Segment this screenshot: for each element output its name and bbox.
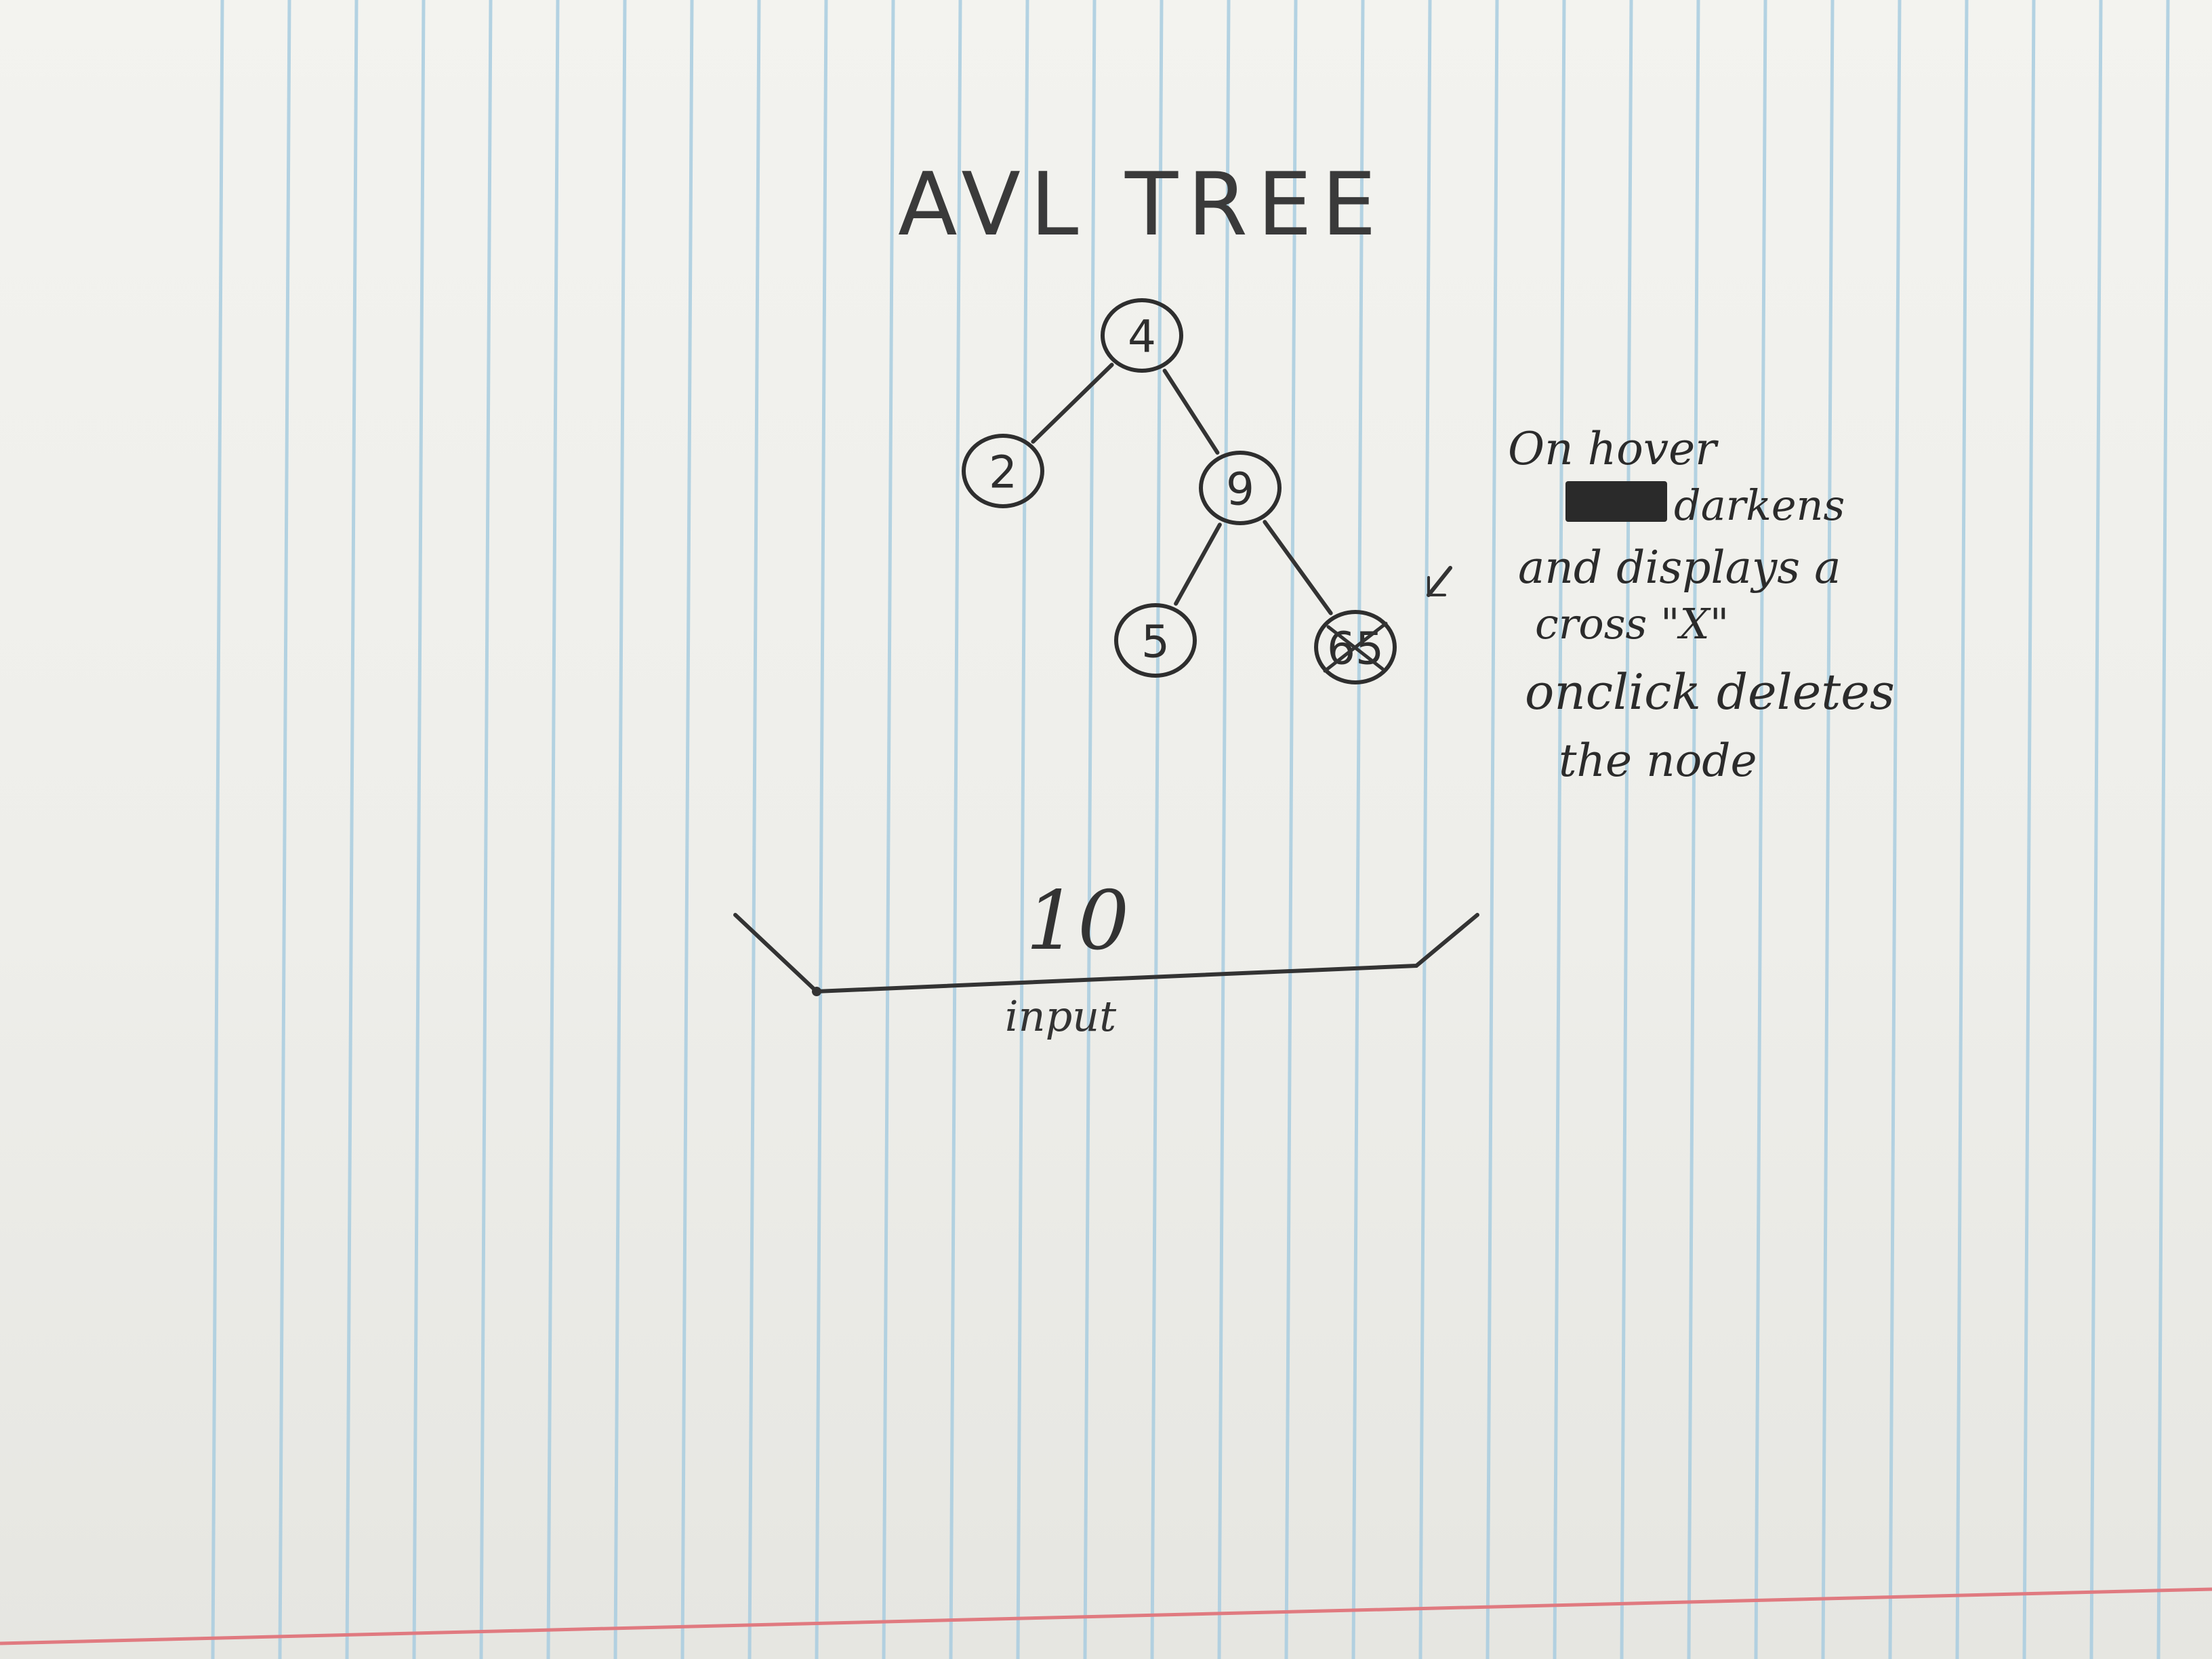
tree-node-65[interactable]: 65: [1314, 610, 1397, 684]
tree-edges: [1031, 363, 1333, 615]
node-label: 9: [1226, 464, 1254, 516]
annotation-line: cross "X": [1535, 599, 1729, 649]
margin-line: [0, 1587, 2212, 1645]
rule-line: [1754, 0, 1767, 1659]
rule-line: [1955, 0, 1969, 1659]
arrow-icon: [1427, 566, 1452, 597]
node-label: 2: [989, 447, 1017, 499]
rule-line: [278, 0, 291, 1659]
rule-line: [1821, 0, 1835, 1659]
rule-line: [613, 0, 627, 1659]
tree-edge: [1263, 520, 1333, 615]
rule-line: [1351, 0, 1365, 1659]
rule-line: [1418, 0, 1432, 1659]
rule-line: [1620, 0, 1633, 1659]
tree-node-9[interactable]: 9: [1199, 451, 1282, 525]
rule-line: [1888, 0, 1902, 1659]
tree-node-2[interactable]: 2: [962, 434, 1044, 508]
tree-edge: [1031, 363, 1114, 444]
tree-edge: [1162, 369, 1220, 455]
annotation-line: the node: [1559, 735, 1757, 787]
tree-node-4[interactable]: 4: [1101, 298, 1183, 373]
rule-line: [1284, 0, 1298, 1659]
input-field-sketch[interactable]: [733, 913, 1479, 996]
annotation-line: darkens: [1674, 480, 1845, 530]
annotation-line: onclick deletes: [1525, 663, 1895, 720]
node-label: 4: [1128, 311, 1156, 363]
rule-line: [345, 0, 359, 1659]
rule-line: [479, 0, 493, 1659]
tree-node-5[interactable]: 5: [1114, 603, 1197, 678]
node-circle: [1199, 451, 1282, 525]
rule-line: [2156, 0, 2170, 1659]
close-icon[interactable]: [1323, 621, 1388, 673]
rule-line: [2089, 0, 2103, 1659]
rule-line: [747, 0, 761, 1659]
page-title: AVL TREE: [898, 155, 1386, 255]
rule-line: [211, 0, 224, 1659]
rule-line: [546, 0, 560, 1659]
rule-line: [1553, 0, 1566, 1659]
rule-line: [1016, 0, 1029, 1659]
rule-line: [1150, 0, 1164, 1659]
node-circle: [1314, 610, 1397, 684]
input-value: 10: [1025, 874, 1130, 968]
annotation-line: On hover: [1508, 423, 1717, 475]
rule-line: [2022, 0, 2036, 1659]
rule-line: [815, 0, 828, 1659]
rule-line: [1486, 0, 1499, 1659]
rule-line: [680, 0, 694, 1659]
rule-line: [1687, 0, 1700, 1659]
rule-line: [949, 0, 962, 1659]
node-circle: [1114, 603, 1197, 678]
rule-line: [412, 0, 426, 1659]
node-circle: [962, 434, 1044, 508]
input-label: input: [1004, 991, 1117, 1041]
rule-line: [1083, 0, 1097, 1659]
rule-line: [882, 0, 895, 1659]
node-circle: [1101, 298, 1183, 373]
rule-line: [1217, 0, 1231, 1659]
node-label: 5: [1141, 616, 1170, 668]
tree-nodes: 4 2 9 5 65: [962, 298, 1397, 684]
tree-edge: [1174, 523, 1222, 606]
redaction-mark: [1565, 481, 1667, 522]
annotation-line: and displays a: [1518, 541, 1841, 594]
